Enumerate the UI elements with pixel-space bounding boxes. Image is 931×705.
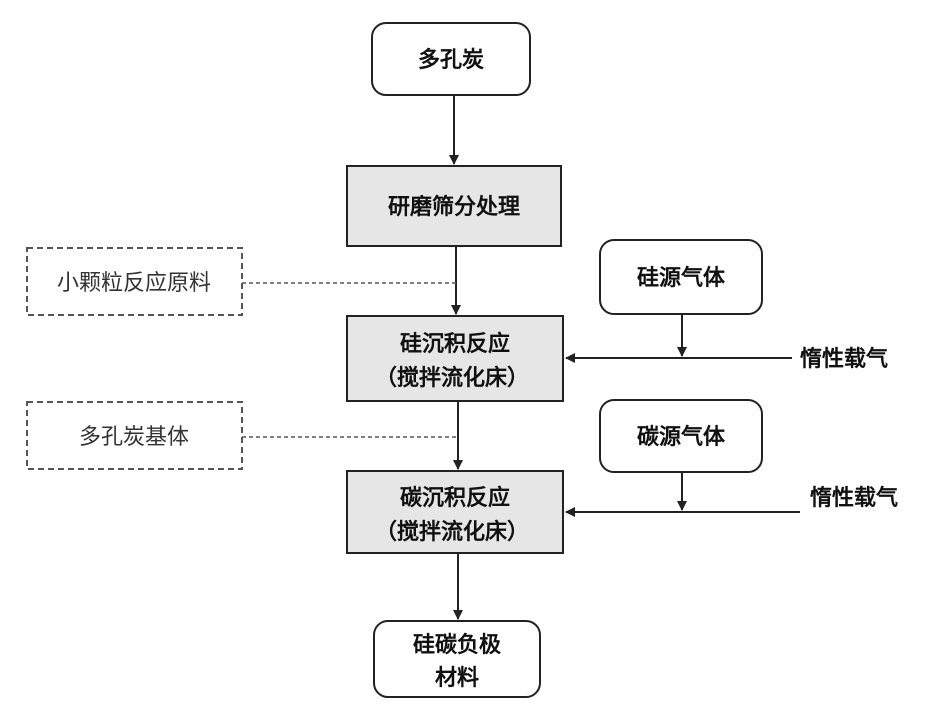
inert-carrier-gas-2-label: 惰性载气: [810, 485, 898, 511]
carbon-deposition-label-line1: 碳沉积反应: [400, 485, 510, 511]
small-particle-feed-box: [26, 247, 243, 316]
silicon-deposition-label-line2: （搅拌流化床）: [375, 365, 529, 391]
porous-carbon-box: [371, 22, 531, 96]
carbon-source-gas-label: 碳源气体: [637, 424, 726, 450]
porous-carbon-matrix-label: 多孔炭基体: [79, 425, 189, 450]
grinding-sieving-box: [346, 165, 562, 247]
grinding-sieving-label: 研磨筛分处理: [388, 194, 520, 220]
product-box: [373, 620, 541, 698]
product-label-line1: 硅碳负极: [413, 633, 502, 658]
small-particle-feed-label: 小颗粒反应原料: [57, 271, 211, 296]
porous-carbon-label: 多孔炭: [418, 47, 484, 73]
inert-carrier-gas-1-label: 惰性载气: [800, 346, 888, 372]
carbon-deposition-label-line2: （搅拌流化床）: [375, 519, 529, 545]
silicon-source-gas-label: 硅源气体: [637, 265, 726, 291]
silicon-deposition-box: [346, 315, 564, 402]
silicon-deposition-label-line1: 硅沉积反应: [400, 331, 510, 357]
product-label-line2: 材料: [435, 666, 479, 691]
carbon-deposition-box: [346, 470, 564, 554]
porous-carbon-matrix-box: [26, 401, 243, 470]
